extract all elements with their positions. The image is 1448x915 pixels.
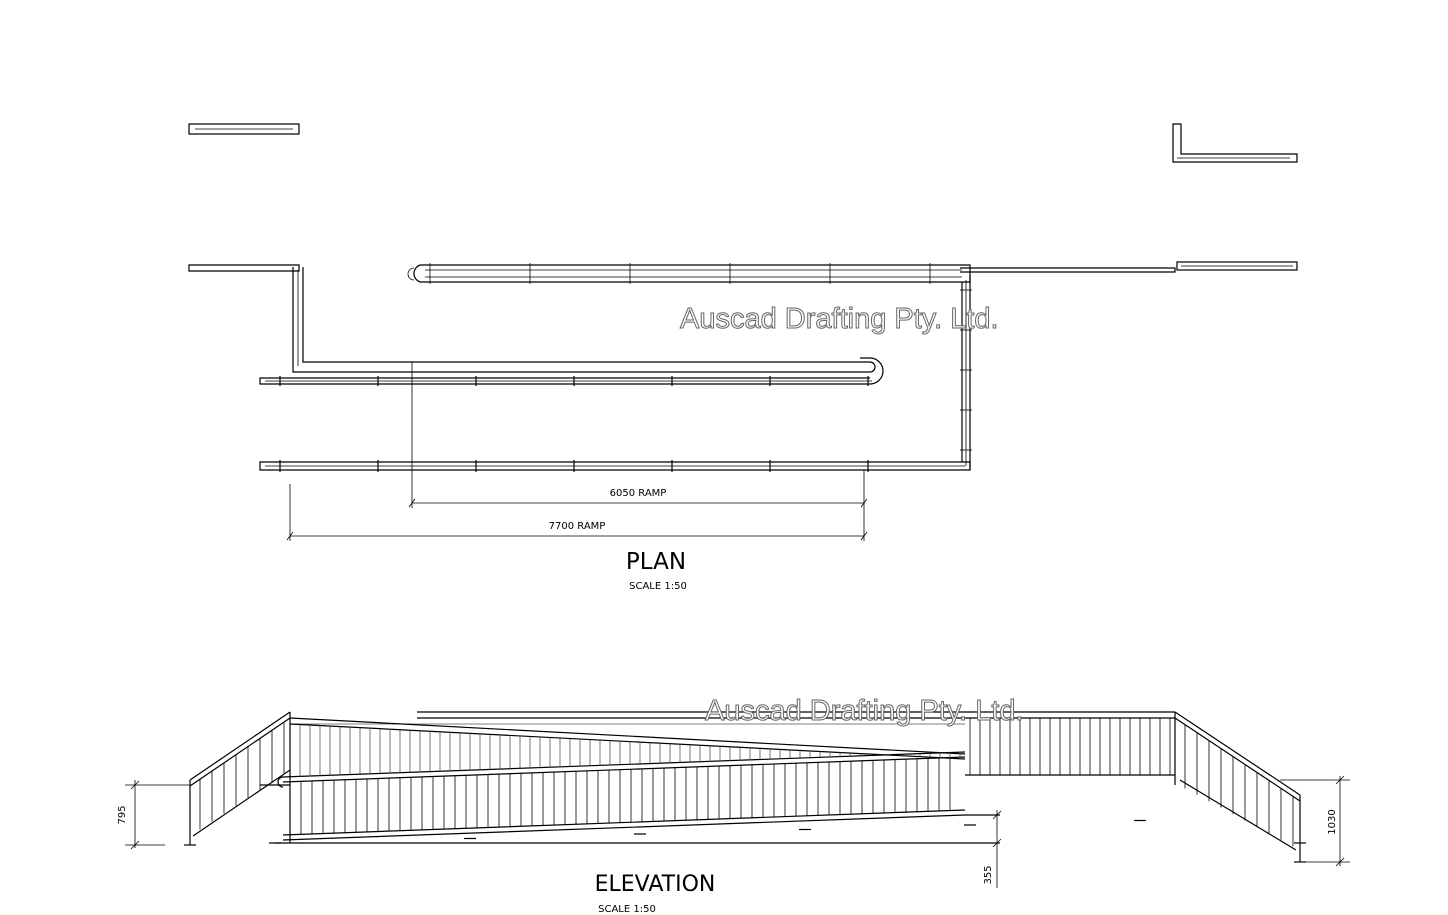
- plan-ramp-lower-run: [188, 264, 884, 385]
- plan-scale: SCALE 1:50: [629, 581, 687, 592]
- elevation-title: ELEVATION: [595, 872, 716, 897]
- plan-rail-top-left: [188, 123, 300, 135]
- plan-rail-top-right: [1172, 123, 1298, 163]
- dimension-label-6050: 6050 RAMP: [610, 488, 667, 499]
- elevation-dimension-lines: [125, 775, 1350, 888]
- elevation-scale: SCALE 1:50: [598, 904, 656, 915]
- plan-title: PLAN: [626, 549, 686, 575]
- watermark-plan: Auscad Drafting Pty. Ltd.: [680, 303, 999, 335]
- dimension-label-355: 355: [983, 865, 994, 884]
- watermark-elevation: Auscad Drafting Pty. Ltd.: [705, 695, 1024, 727]
- dimension-label-795: 795: [117, 805, 128, 824]
- elevation-view: 795 1030 355 ELEVATION SCALE 1:50 Auscad…: [117, 695, 1350, 915]
- elevation-lower-ramp-rail: [260, 751, 966, 841]
- plan-landing-rail: [961, 275, 971, 470]
- elevation-ground: [275, 814, 1000, 844]
- plan-dimension-lines: [286, 362, 868, 541]
- elevation-right-stair-rail: [1174, 711, 1301, 862]
- plan-ramp-upper-run: [407, 261, 1298, 283]
- balusters: [184, 718, 1306, 863]
- elevation-left-stair-rail: [189, 711, 291, 845]
- elevation-upper-ramp-rail: [289, 717, 966, 760]
- dimension-label-7700: 7700 RAMP: [549, 521, 606, 532]
- plan-ramp-bottom-rail: [259, 461, 971, 471]
- dimension-label-1030: 1030: [1327, 809, 1338, 834]
- plan-view: 6050 RAMP 7700 RAMP PLAN SCALE 1:50 Ausc…: [188, 123, 1298, 592]
- plan-posts: [279, 263, 972, 472]
